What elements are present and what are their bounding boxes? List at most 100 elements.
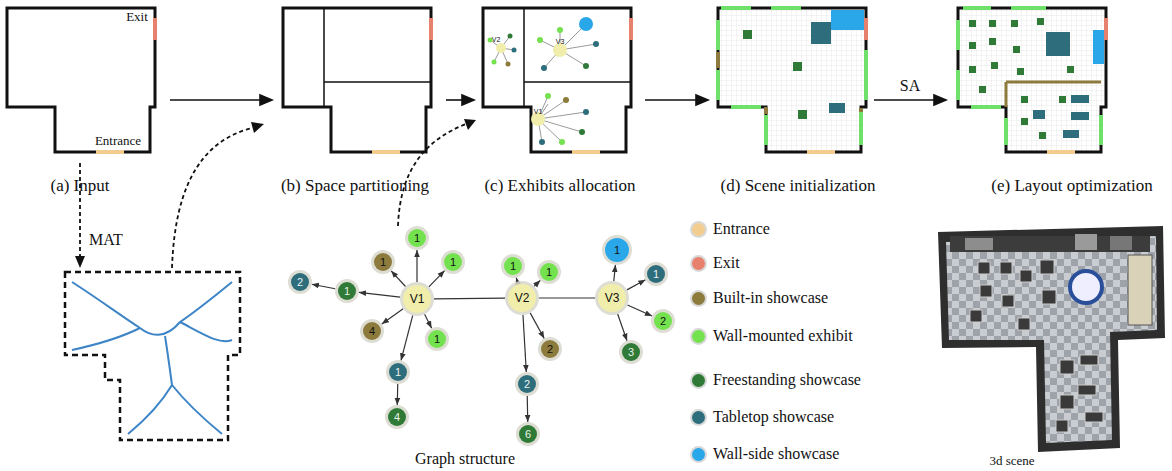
wall-label: Exit	[126, 10, 148, 24]
graph-edge	[516, 278, 517, 282]
node-label: V1	[410, 293, 425, 305]
group-node: V1	[403, 285, 431, 313]
legend-text: Tabletop showcase	[713, 408, 834, 426]
node-label: 6	[525, 429, 531, 440]
exhibit-node: 1	[444, 253, 462, 271]
legend-swatch	[692, 448, 705, 461]
node-label: V2	[515, 292, 530, 304]
legend-swatch	[692, 223, 705, 236]
graph-edge	[434, 298, 505, 300]
partition-plan	[283, 8, 431, 152]
node-label: 1	[395, 367, 401, 378]
graph-edge	[627, 305, 652, 316]
exhibit-node: 6	[519, 425, 537, 443]
figure-caption: 3d scene	[989, 454, 1034, 468]
node-label: 1	[414, 233, 420, 244]
node-label: 1	[434, 334, 440, 345]
exhibit-node: 2	[654, 312, 672, 330]
input-plan	[7, 8, 155, 152]
node-label: 1	[614, 245, 620, 256]
legend-row: Tabletop showcase	[692, 408, 834, 426]
legend-row: Freestanding showcase	[692, 371, 861, 389]
node-label: 2	[547, 344, 553, 355]
legend-swatch	[692, 257, 705, 270]
legend-swatch	[692, 330, 705, 343]
node-label: 2	[524, 379, 530, 390]
exhibit-node: 1	[605, 238, 629, 262]
graph-edge	[429, 271, 445, 287]
legend-row: Wall-mounted exhibit	[692, 327, 853, 345]
method-label: SA	[900, 77, 920, 95]
graph-edge	[359, 292, 400, 297]
graph-edge	[539, 297, 595, 298]
node-label: 2	[297, 277, 303, 288]
exhibit-node: 4	[363, 322, 381, 340]
graph-edge	[523, 315, 526, 372]
node-label: 1	[450, 257, 456, 268]
exhibit-node: 4	[388, 408, 406, 426]
graph-edge	[425, 314, 432, 328]
mini-node-label: V2	[492, 36, 501, 44]
panel-caption: (d) Scene initialization	[721, 177, 876, 196]
panel-caption: (c) Exhibits allocation	[484, 177, 635, 196]
legend-swatch	[692, 374, 705, 387]
graph-edge	[530, 313, 544, 339]
optimized-scene	[958, 8, 1106, 152]
graph-edge	[382, 309, 403, 324]
group-node: V2	[508, 284, 536, 312]
exhibit-node: 1	[647, 265, 665, 283]
legend-row: Entrance	[692, 220, 770, 238]
exhibit-node: 1	[374, 253, 392, 271]
node-label: 3	[628, 347, 634, 358]
node-label: 1	[546, 267, 552, 278]
node-label: 1	[653, 269, 659, 280]
graph-edge	[614, 265, 616, 281]
method-label: MAT	[89, 231, 123, 249]
legend-swatch	[692, 411, 705, 424]
node-label: 1	[510, 261, 516, 272]
exhibit-node: 3	[622, 343, 640, 361]
graph-edge	[534, 280, 540, 286]
graph-edge	[416, 250, 417, 282]
graph-edge	[312, 284, 335, 288]
graph-edge	[397, 384, 399, 405]
exhibit-node: 2	[518, 375, 536, 393]
exhibit-node: 2	[291, 273, 309, 291]
exhibit-node: 1	[540, 263, 558, 281]
3d-scene	[938, 226, 1165, 452]
exhibit-node: 1	[338, 282, 356, 300]
figure-caption: Graph structure	[415, 450, 515, 468]
graph-edge	[391, 271, 405, 287]
legend-text: Wall-side showcase	[713, 445, 839, 463]
legend-text: Freestanding showcase	[713, 371, 861, 389]
graph-edge	[527, 396, 529, 422]
mini-node-label: V3	[556, 38, 565, 46]
legend-text: Exit	[713, 254, 740, 272]
panel-caption: (e) Layout optimization	[991, 177, 1152, 196]
wall-label: Entrance	[95, 134, 141, 148]
exhibit-node: 2	[541, 340, 559, 358]
node-label: 1	[344, 286, 350, 297]
node-label: 4	[394, 412, 400, 423]
allocation-plan	[483, 8, 631, 152]
panel-caption: (b) Space partitioning	[281, 177, 429, 196]
graph-edge	[627, 280, 646, 290]
legend-text: Built-in showcase	[713, 289, 828, 307]
group-node: V3	[598, 284, 626, 312]
mini-node-label: V1	[534, 108, 543, 116]
exhibit-node: 1	[408, 229, 426, 247]
node-label: 4	[369, 326, 375, 337]
exhibit-node: 1	[504, 257, 522, 275]
legend-row: Wall-side showcase	[692, 445, 839, 463]
exhibit-node: 1	[428, 330, 446, 348]
legend-row: Exit	[692, 254, 740, 272]
graph-edge	[401, 315, 413, 360]
medial-axis	[65, 272, 240, 440]
legend-row: Built-in showcase	[692, 289, 828, 307]
graph-edge	[618, 314, 627, 341]
legend-text: Wall-mounted exhibit	[713, 327, 853, 345]
exhibit-node: 1	[389, 363, 407, 381]
node-label: V3	[605, 292, 620, 304]
